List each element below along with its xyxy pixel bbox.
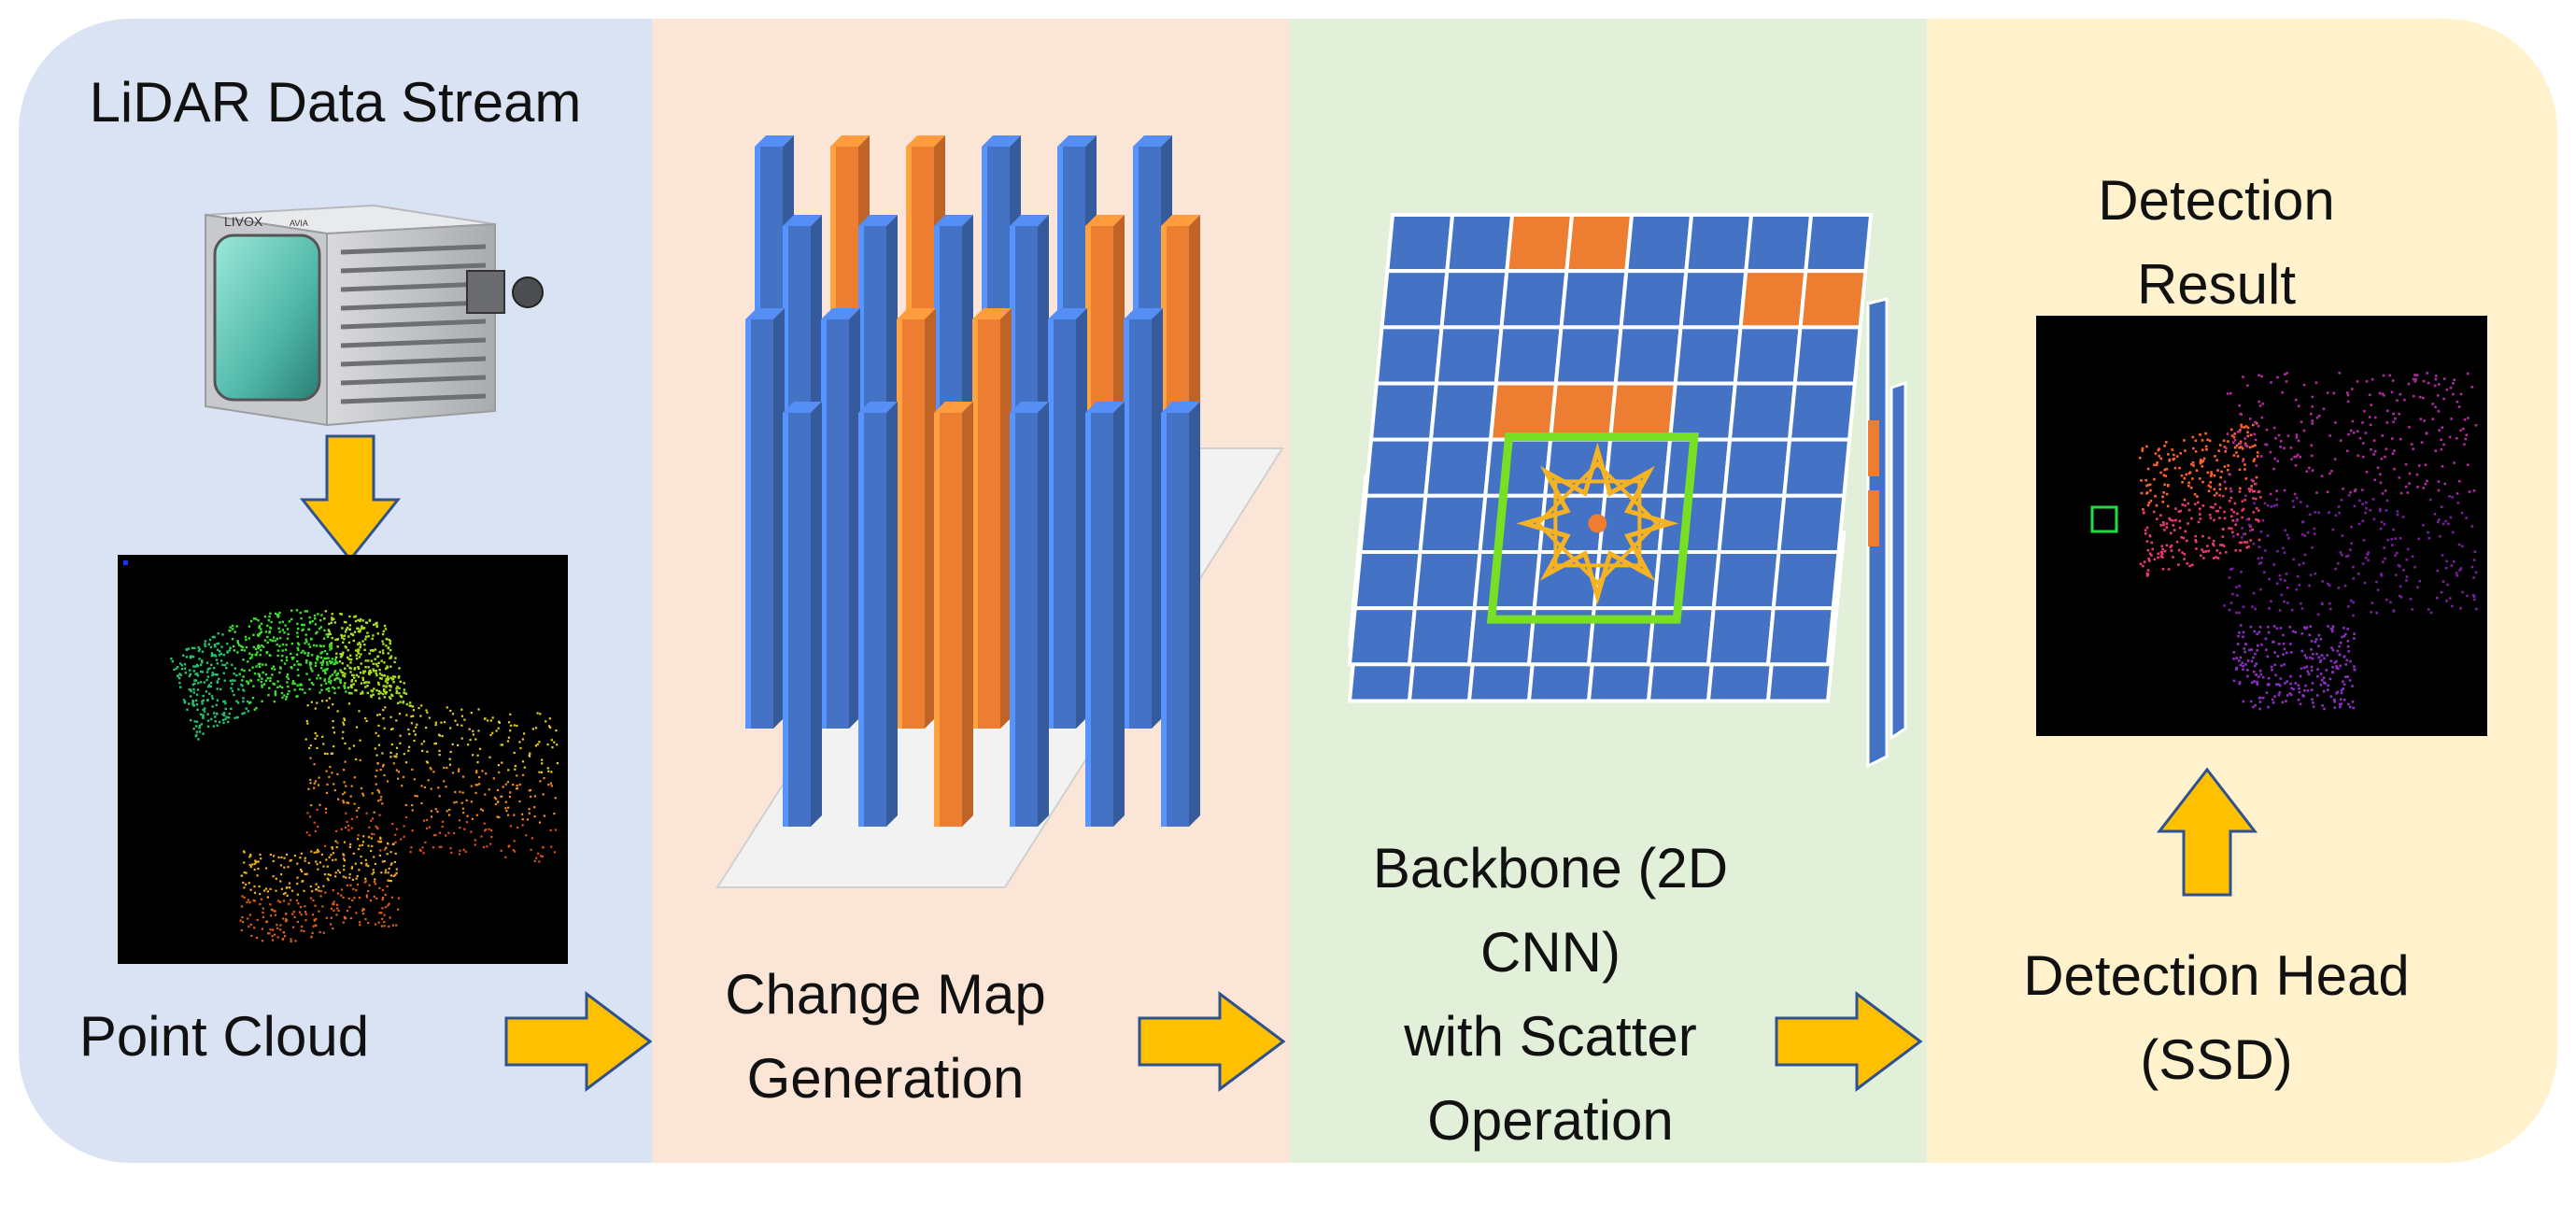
change-map-caption-line2: Generation <box>746 1047 1025 1110</box>
point-cloud-points <box>170 609 559 942</box>
backbone-caption-line1: Backbone (2D <box>1372 837 1729 899</box>
feature-map-grid-illustration <box>1347 213 1907 769</box>
detection-panel: Detection Result Detection Head (SSD) <box>1927 19 2557 1163</box>
backbone-caption-line2: CNN) <box>1480 921 1621 984</box>
pillar <box>1161 402 1200 827</box>
layer-edge <box>1890 380 1907 741</box>
changed-pillar <box>972 308 1012 729</box>
pillar <box>1085 402 1125 827</box>
detection-title-line2: Result <box>2136 253 2297 316</box>
backbone-caption-line3: with Scatter <box>1404 1005 1697 1068</box>
change-map-caption-line1: Change Map <box>725 963 1046 1026</box>
pillar <box>1048 308 1087 729</box>
scatter-star-icon <box>1516 442 1679 605</box>
pillar-grid-illustration <box>715 135 1284 888</box>
detection-head-caption-line2: (SSD) <box>2140 1028 2293 1091</box>
up-arrow-icon <box>2156 767 2258 897</box>
detection-head-caption-line1: Detection Head <box>2023 944 2410 1007</box>
lidar-panel: LiDAR Data Stream <box>19 19 653 1163</box>
backbone-caption-line4: Operation <box>1427 1089 1674 1152</box>
pillar <box>1124 308 1163 729</box>
pillar <box>1010 402 1049 827</box>
pillar <box>821 308 860 729</box>
down-arrow-icon <box>299 434 402 562</box>
detection-points <box>2139 372 2478 711</box>
changed-pillar <box>897 308 936 729</box>
pipeline-diagram: LiDAR Data Stream <box>19 19 2557 1163</box>
device-model-text: AVIA <box>290 219 308 228</box>
layer-edge-highlight <box>1868 490 1879 546</box>
origin-marker <box>123 560 128 565</box>
lidar-title: LiDAR Data Stream <box>89 71 582 134</box>
pillar <box>783 402 822 827</box>
detection-title-line1: Detection <box>2098 169 2335 232</box>
point-cloud-image <box>118 555 568 964</box>
detection-result-image <box>2036 316 2487 736</box>
layer-edge-highlight <box>1868 420 1879 476</box>
right-arrow-icon <box>1138 991 1286 1092</box>
right-arrow-icon <box>1775 991 1923 1092</box>
change-map-panel: Change Map Generation <box>652 19 1289 1163</box>
receptive-field-box <box>1486 432 1699 624</box>
backbone-panel: Backbone (2D CNN) with Scatter Operation <box>1289 19 1927 1163</box>
pillar <box>858 402 898 827</box>
device-brand-text: LIVOX <box>224 214 263 229</box>
lidar-device-icon: LIVOX AVIA <box>205 204 544 427</box>
changed-pillar <box>934 402 973 827</box>
detection-bounding-box <box>2090 505 2118 533</box>
right-arrow-icon <box>504 991 653 1092</box>
pillar <box>745 308 785 729</box>
point-cloud-caption: Point Cloud <box>78 1005 370 1068</box>
